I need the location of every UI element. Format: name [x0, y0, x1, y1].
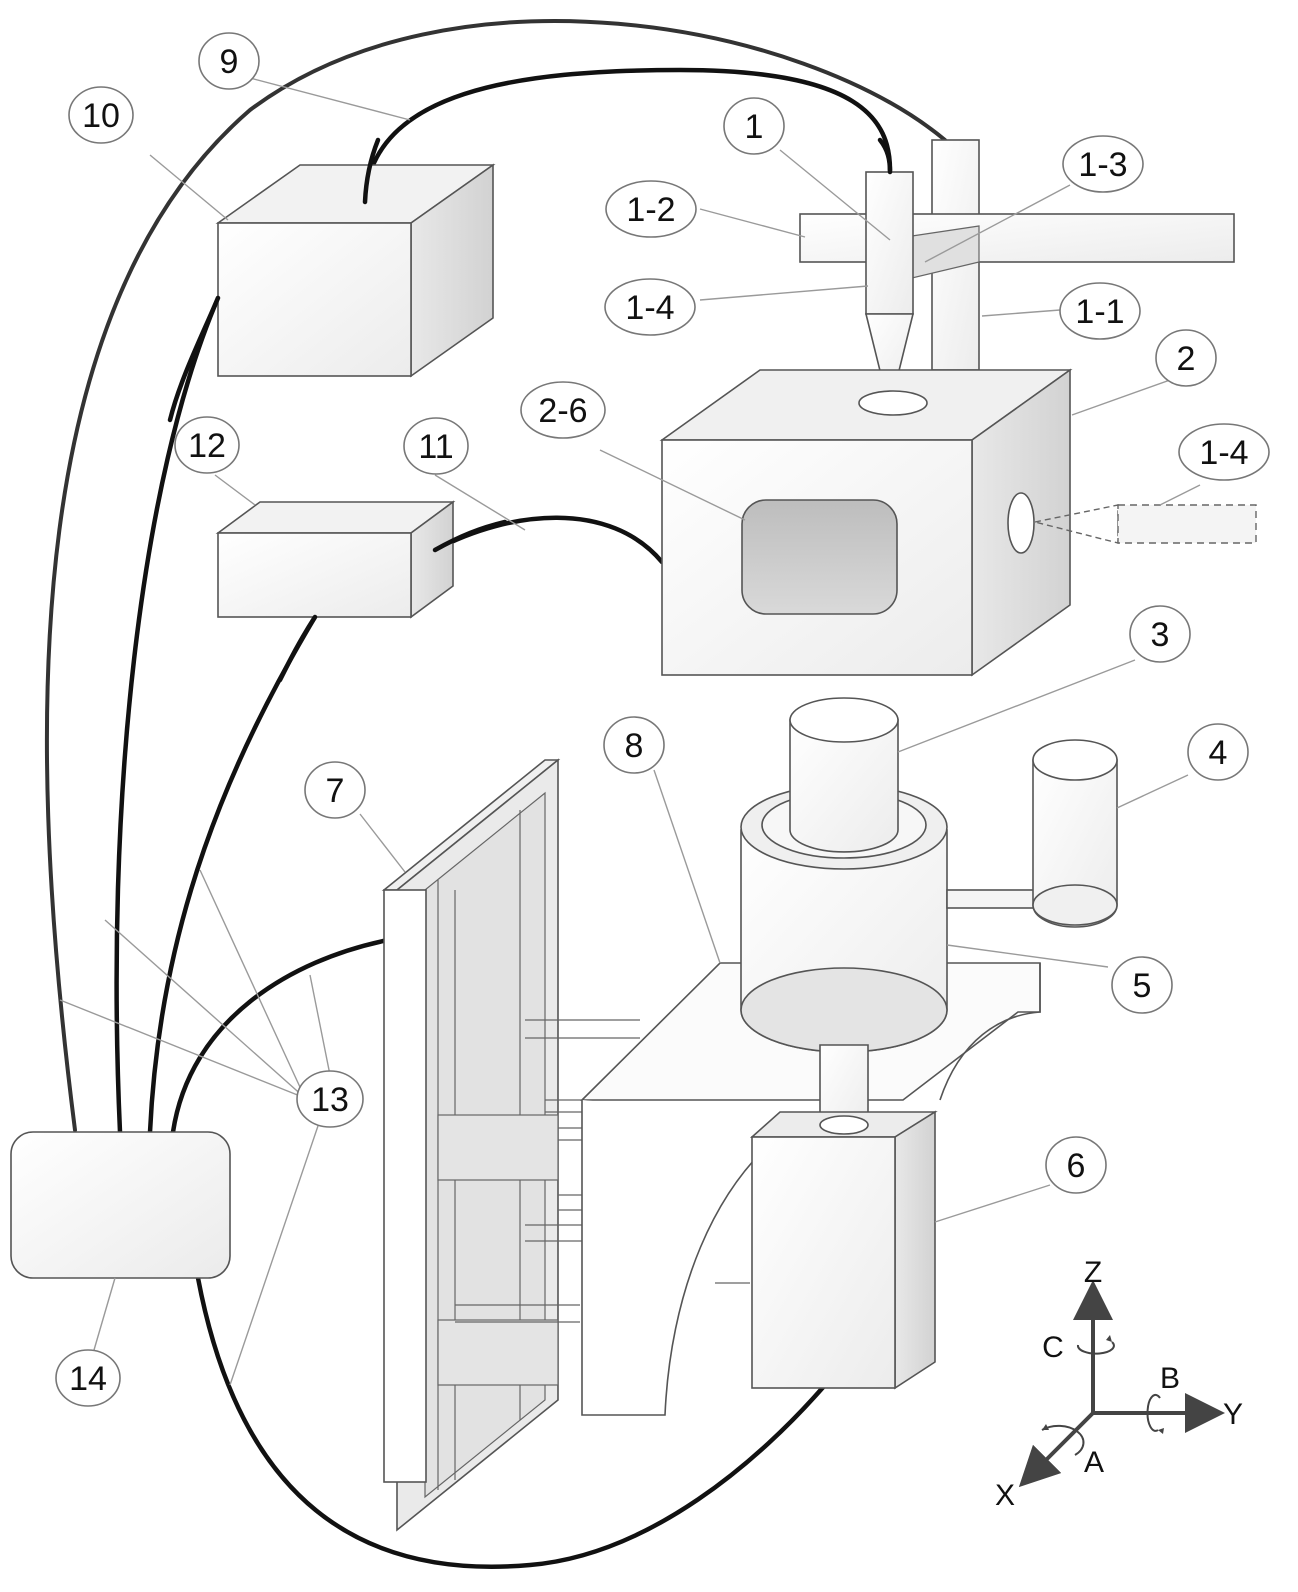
- cable-14-to-6: [195, 1275, 828, 1569]
- label-1: 1: [723, 97, 785, 155]
- side-port: [1007, 492, 1035, 554]
- label-1-1-text: 1-1: [1075, 293, 1124, 331]
- label-6: 6: [1045, 1136, 1107, 1194]
- laser-head-assembly: [799, 139, 1235, 396]
- label-1-3: 1-3: [1062, 135, 1144, 193]
- top-port: [858, 390, 928, 416]
- label-1-2-text: 1-2: [626, 191, 675, 229]
- label-1-4-top: 1-4: [604, 278, 696, 336]
- label-1-4-top-text: 1-4: [625, 289, 674, 327]
- cable-9-fiber: [362, 67, 893, 205]
- window-2-6: [741, 499, 898, 615]
- cable-11-stub: [432, 519, 508, 553]
- control-unit-14: [10, 1131, 231, 1279]
- cable-9-end: [877, 137, 893, 175]
- label-12: 12: [174, 416, 240, 474]
- label-1-1: 1-1: [1059, 282, 1141, 340]
- laser-head-1: [865, 171, 914, 315]
- label-4: 4: [1187, 723, 1249, 781]
- label-9: 9: [198, 32, 260, 90]
- label-12-text: 12: [188, 427, 226, 465]
- label-9-text: 9: [220, 43, 239, 81]
- label-10-text: 10: [82, 97, 120, 135]
- x-axis-arrow: [1018, 1411, 1095, 1488]
- label-3: 3: [1129, 605, 1191, 663]
- label-1-text: 1: [745, 108, 764, 146]
- axis-triad: Z Y X A B C: [995, 1256, 1243, 1512]
- box-10-laser-source: [215, 163, 496, 378]
- gantry-7: [381, 758, 640, 1532]
- label-14-text: 14: [69, 1360, 107, 1398]
- cable-10-to-14: [114, 295, 221, 1135]
- cable-10-stub: [167, 295, 221, 423]
- y-axis-label: Y: [1223, 1398, 1243, 1431]
- c-rotation-icon: [1076, 1341, 1115, 1355]
- c-axis-label: C: [1042, 1331, 1064, 1364]
- label-2-6-text: 2-6: [538, 392, 587, 430]
- label-13: 13: [296, 1070, 364, 1128]
- side-laser-1-4: [1117, 504, 1257, 544]
- z-axis-label: Z: [1084, 1256, 1102, 1289]
- label-8: 8: [603, 716, 665, 774]
- label-5-text: 5: [1133, 967, 1152, 1005]
- label-7: 7: [304, 761, 366, 819]
- label-2: 2: [1155, 329, 1217, 387]
- label-5: 5: [1111, 956, 1173, 1014]
- label-2-6: 2-6: [520, 381, 606, 439]
- label-2-text: 2: [1177, 340, 1196, 378]
- spindle-assembly: [740, 697, 1118, 1134]
- beam-1-2: [799, 213, 1235, 263]
- label-14: 14: [55, 1349, 121, 1407]
- label-8-text: 8: [625, 727, 644, 765]
- b-axis-label: B: [1160, 1362, 1180, 1395]
- holder-6: [715, 1110, 938, 1390]
- label-3-text: 3: [1151, 616, 1170, 654]
- cable-11-to-chamber: [432, 515, 665, 565]
- label-13-text: 13: [311, 1081, 349, 1119]
- label-1-2: 1-2: [605, 180, 697, 238]
- a-rotation-icon: [1041, 1424, 1085, 1456]
- label-1-3-text: 1-3: [1078, 146, 1127, 184]
- label-11-text: 11: [418, 428, 453, 466]
- label-7-text: 7: [326, 772, 345, 810]
- b-rotation-icon: [1146, 1393, 1161, 1432]
- cable-12-to-14: [147, 614, 318, 1135]
- leader-lines: [59, 77, 1201, 1386]
- label-1-4-side-text: 1-4: [1199, 434, 1248, 472]
- cable-7-to-14: [170, 937, 391, 1135]
- label-6-text: 6: [1067, 1147, 1086, 1185]
- box-12-controller: [215, 500, 456, 619]
- label-4-text: 4: [1209, 734, 1228, 772]
- a-axis-label: A: [1084, 1446, 1104, 1479]
- cable-12-stub: [277, 614, 318, 683]
- cable-9-stub: [362, 137, 381, 205]
- label-bubbles: 9 10 1 1-3 1-2 1-4 1-1 2: [55, 32, 1270, 1407]
- chamber-2: [659, 368, 1257, 677]
- label-1-4-side: 1-4: [1178, 423, 1270, 481]
- label-11: 11: [403, 417, 469, 475]
- label-10: 10: [68, 86, 134, 144]
- cable-14-to-column: [44, 19, 947, 1132]
- x-axis-label: X: [995, 1479, 1015, 1512]
- motor-3: [789, 719, 899, 853]
